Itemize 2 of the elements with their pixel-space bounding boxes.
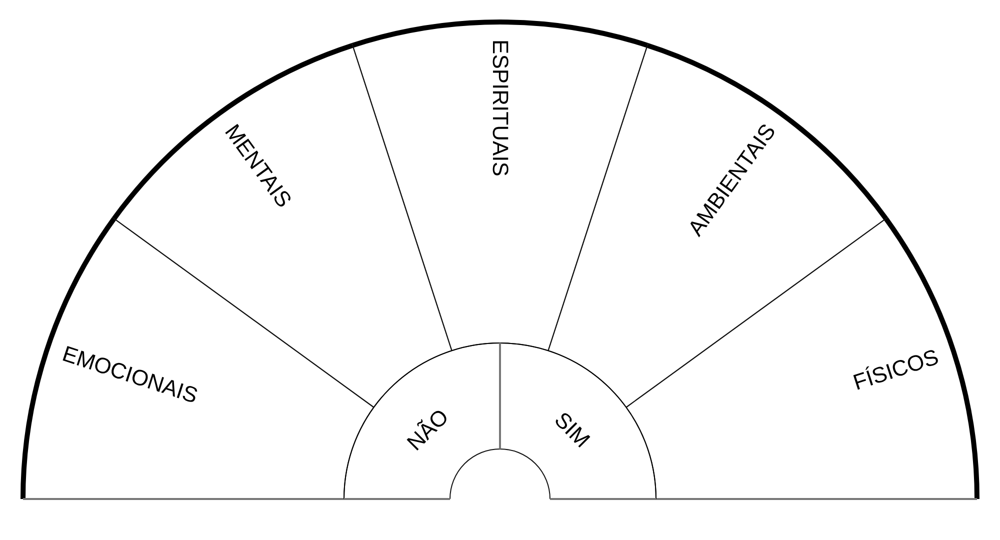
sector-label: SIM [550,408,594,452]
sector-label: ESPIRITUAIS [489,40,511,176]
